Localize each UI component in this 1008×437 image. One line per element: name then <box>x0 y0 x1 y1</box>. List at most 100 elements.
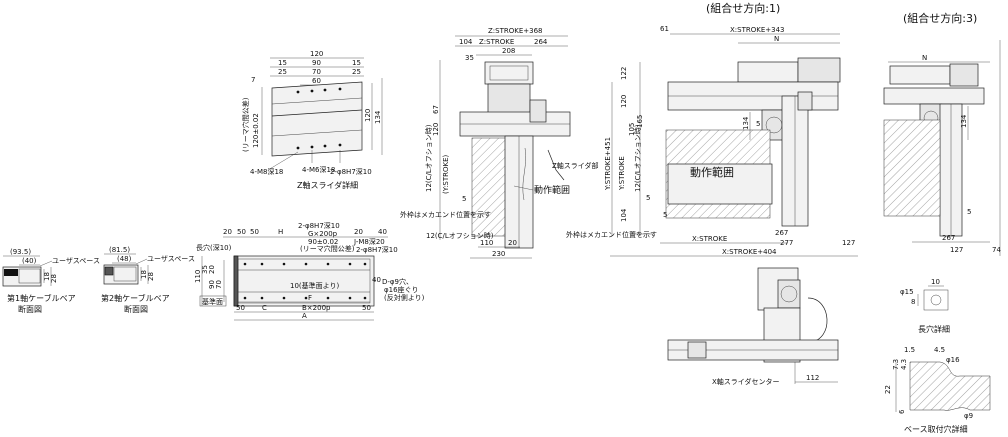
zv-dim-120: 120 <box>432 123 440 136</box>
mv-dim-x-stroke-404: X:STROKE+404 <box>722 248 777 256</box>
base-top-view: 20 50 50 H 2-φ8H7深10 G×200p 90±0.02 (リーマ… <box>194 221 425 321</box>
zv-dim-35: 35 <box>465 54 474 62</box>
zv-dim-total: Z:STROKE+368 <box>488 27 543 35</box>
mv-mech-end: 外枠はメカエンド位置を示す <box>566 230 657 239</box>
base-dim-40-r: 40 <box>378 228 387 236</box>
slot-dim-phi15: φ15 <box>900 288 914 296</box>
mv-dim-120: 120 <box>620 95 628 108</box>
main-view-combo1: 61 X:STROKE+343 N 動作範囲 122 120 105 165 Y… <box>566 25 858 257</box>
base-dim-20-r: 20 <box>354 228 363 236</box>
mv-dim-y-stroke: Y:STROKE <box>618 156 626 191</box>
mv-dim-134: 134 <box>742 116 750 130</box>
cb1-dim-28: 28 <box>50 274 58 283</box>
base-dim-90: 90±0.02 <box>308 238 338 246</box>
mv-dim-cl-offset: 12(C/Lオフション時) <box>634 124 642 192</box>
mv-dim-5-left: 5 <box>646 194 650 202</box>
zs-reamer-tolerance: (リーマ穴間公差) <box>241 97 250 152</box>
zv-dim-20: 20 <box>508 239 517 247</box>
base-dim-35: 35 <box>201 265 209 274</box>
base-dim-20: 20 <box>223 228 232 236</box>
zs-dim-120: 120 <box>310 50 323 58</box>
combo-direction-1-header: (組合せ方向:1) <box>706 1 780 15</box>
bh-dim-phi16: φ16 <box>946 356 960 364</box>
zv-dim-67: 67 <box>432 105 440 114</box>
zv-dim-264: 264 <box>534 38 548 46</box>
cb2-dim-inner: (48) <box>117 255 132 263</box>
base-label-pin-right: 2-φ8H7深10 <box>356 245 398 254</box>
zs-dim-25b: 25 <box>352 68 361 76</box>
zs-dim-90: 90 <box>312 59 321 67</box>
z-slider-detail: 120 15 90 15 25 70 25 60 7 (リーマ穴間公差) 120… <box>241 50 383 190</box>
mv-dim-267: 267 <box>775 229 788 237</box>
zv-dim-230: 230 <box>492 250 505 258</box>
c3-dim-134: 134 <box>960 114 968 128</box>
base-dim-h: H <box>278 228 283 236</box>
base-dim-f: F <box>308 294 312 302</box>
base-dim-g: G×200p <box>308 230 338 238</box>
zv-label-slider: Z軸スライダ部 <box>552 161 599 170</box>
mv-dim-122: 122 <box>620 67 628 80</box>
base-d-hole-1: D-φ9穴、 <box>382 277 413 286</box>
base-dim-90-v: 90 <box>208 280 216 289</box>
base-dim-10-ref: 10(基準面より) <box>290 281 339 290</box>
mv-dim-105: 105 <box>628 123 636 136</box>
mv-dim-x-stroke: X:STROKE <box>692 235 727 243</box>
cable-bear-axis2-section: (81.5) (48) 18 28 ユーザスペース 第2軸ケーブルベア 断面図 <box>101 246 195 314</box>
bh-dim-6: 6 <box>898 409 906 414</box>
base-dim-20-v: 20 <box>208 265 216 274</box>
mv-dim-277: 277 <box>780 239 793 247</box>
x-axis-lower-view: X軸スライダセンター 112 <box>667 267 839 386</box>
mv-x-slider-center-value: 112 <box>806 374 819 382</box>
cb1-caption-1: 第1軸ケーブルベア <box>7 293 76 303</box>
cb1-dim-18: 18 <box>43 272 51 281</box>
c3-dim-n: N <box>922 54 927 62</box>
mv-dim-5-right: 5 <box>756 120 760 128</box>
cb1-user-space: ユーザスペース <box>52 257 100 265</box>
cb2-caption-2: 断面図 <box>124 304 148 314</box>
zv-label-mech-end: 外枠はメカエンド位置を示す <box>400 210 491 219</box>
zs-label-m6: 4-M6深18 <box>302 165 335 174</box>
bh-dim-1-5: 1.5 <box>904 346 915 354</box>
cb2-dim-width: (81.5) <box>109 246 130 254</box>
base-dim-b: B×200p <box>302 304 331 312</box>
zv-dim-stroke: Z:STROKE <box>479 38 514 46</box>
zs-label-pin: 2-φ8H7深10 <box>330 167 372 176</box>
slot-dim-10: 10 <box>931 278 940 286</box>
base-reference-face: 基準面 <box>202 297 223 306</box>
mv-dim-n: N <box>774 35 779 43</box>
base-dim-c: C <box>262 304 267 312</box>
c3-dim-267: 267 <box>942 234 955 242</box>
zs-dim-60: 60 <box>312 77 321 85</box>
cb1-dim-width: (93.5) <box>10 248 31 256</box>
zs-dim-25a: 25 <box>278 68 287 76</box>
base-dim-50a: 50 <box>237 228 246 236</box>
bh-dim-phi9: φ9 <box>964 412 973 420</box>
mv-x-slider-center: X軸スライダセンター <box>712 377 780 386</box>
zv-dim-5: 5 <box>462 195 466 203</box>
mv-dim-y-stroke-451: Y:STROKE+451 <box>604 137 612 191</box>
mv-dim-x-stroke-343: X:STROKE+343 <box>730 26 785 34</box>
base-d-hole-2: φ16座ぐり <box>384 285 419 294</box>
combo3-view: N 134 5 267 127 74 <box>883 40 1001 256</box>
mv-motion-range: 動作範囲 <box>690 165 734 179</box>
base-dim-110: 110 <box>194 270 202 283</box>
bh-caption: ベース取付穴詳細 <box>904 424 968 434</box>
zv-dim-y-stroke: (Y:STROKE) <box>442 154 450 194</box>
zv-dim-110: 110 <box>480 239 493 247</box>
zs-dim-120-v: 120 <box>364 109 372 122</box>
cb2-dim-28: 28 <box>147 272 155 281</box>
base-dim-50b: 50 <box>250 228 259 236</box>
cb1-dim-inner: (40) <box>22 257 37 265</box>
zs-caption: Z軸スライダ詳細 <box>297 180 358 190</box>
zs-dim-134-v: 134 <box>374 110 382 124</box>
cb2-dim-18: 18 <box>140 270 148 279</box>
zv-label-range: 動作範囲 <box>534 184 570 196</box>
base-d-hole-3: (反対側より) <box>384 293 425 302</box>
base-label-pin-top: 2-φ8H7深10 <box>298 221 340 230</box>
base-label-j: J-M8深20 <box>353 237 385 246</box>
base-reamer-tol: (リーマ穴間公差) <box>300 244 355 253</box>
mv-dim-127: 127 <box>842 239 855 247</box>
zv-dim-104: 104 <box>459 38 473 46</box>
base-dim-70-v: 70 <box>215 280 223 289</box>
